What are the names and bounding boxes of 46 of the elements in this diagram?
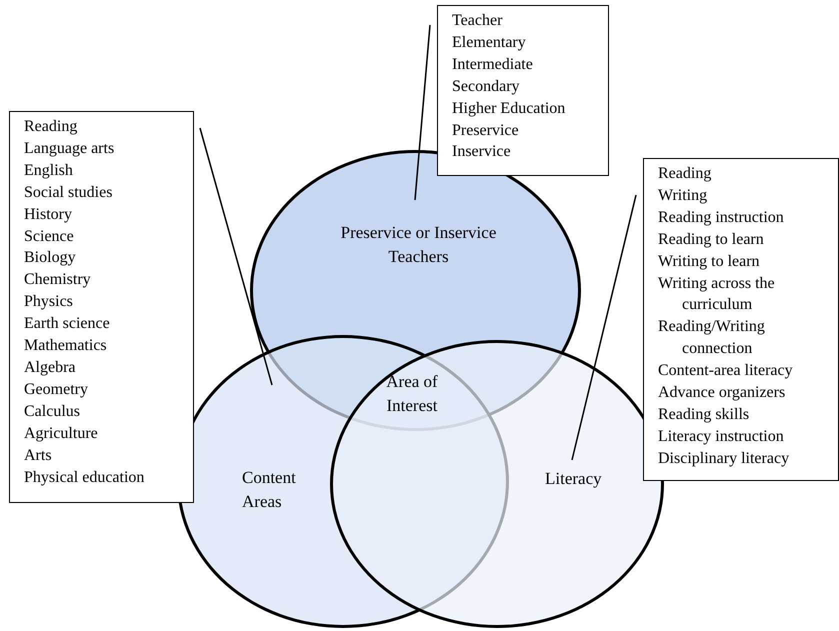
list-item: Intermediate bbox=[452, 54, 534, 75]
list-item: Language arts bbox=[24, 138, 116, 159]
list-item: Reading/Writing connection bbox=[658, 317, 766, 360]
leader-line bbox=[414, 24, 431, 200]
list-item: Physics bbox=[24, 292, 74, 312]
list-item: Geometry bbox=[24, 380, 89, 400]
list-item: Preservice bbox=[452, 120, 520, 141]
list-item: Calculus bbox=[24, 402, 81, 422]
list-item: Writing to learn bbox=[658, 252, 761, 272]
circle-label: Content Areas bbox=[242, 467, 297, 513]
circle-label: Preservice or Inservice Teachers bbox=[340, 222, 498, 268]
leader-line bbox=[571, 194, 637, 460]
leader-line bbox=[199, 128, 273, 386]
list-item: Content-area literacy bbox=[658, 361, 794, 382]
list-item: Arts bbox=[24, 446, 53, 466]
list-box bbox=[437, 5, 609, 176]
list-item: Reading bbox=[24, 117, 78, 137]
list-item: Earth science bbox=[24, 314, 111, 334]
list-item: Algebra bbox=[24, 358, 77, 378]
list-item: Writing across the curriculum bbox=[658, 274, 776, 316]
list-item: Higher Education bbox=[452, 98, 566, 119]
list-item: Reading bbox=[658, 164, 712, 184]
list-item: Reading skills bbox=[658, 404, 750, 425]
overlap-label: Area of Interest bbox=[385, 371, 439, 417]
list-item: Elementary bbox=[452, 32, 527, 53]
circle-label: Literacy bbox=[545, 468, 603, 490]
list-item: Social studies bbox=[24, 182, 114, 203]
list-item: Literacy instruction bbox=[658, 426, 785, 447]
list-item: History bbox=[24, 204, 73, 225]
list-item: Inservice bbox=[452, 142, 512, 162]
list-item: Mathematics bbox=[24, 336, 108, 356]
list-item: Reading instruction bbox=[658, 208, 785, 228]
list-box bbox=[9, 111, 194, 503]
list-item: Science bbox=[24, 226, 75, 247]
list-item: Teacher bbox=[452, 11, 504, 31]
list-item: Physical education bbox=[24, 468, 146, 488]
list-item: Agriculture bbox=[24, 424, 99, 444]
list-item: Secondary bbox=[452, 76, 521, 97]
list-item: English bbox=[24, 160, 74, 181]
list-item: Reading to learn bbox=[658, 230, 765, 250]
list-item: Chemistry bbox=[24, 270, 92, 290]
list-box bbox=[643, 158, 839, 481]
list-item: Disciplinary literacy bbox=[658, 448, 790, 469]
list-item: Biology bbox=[24, 248, 77, 268]
list-item: Advance organizers bbox=[658, 383, 786, 404]
list-item: Writing bbox=[658, 186, 708, 206]
